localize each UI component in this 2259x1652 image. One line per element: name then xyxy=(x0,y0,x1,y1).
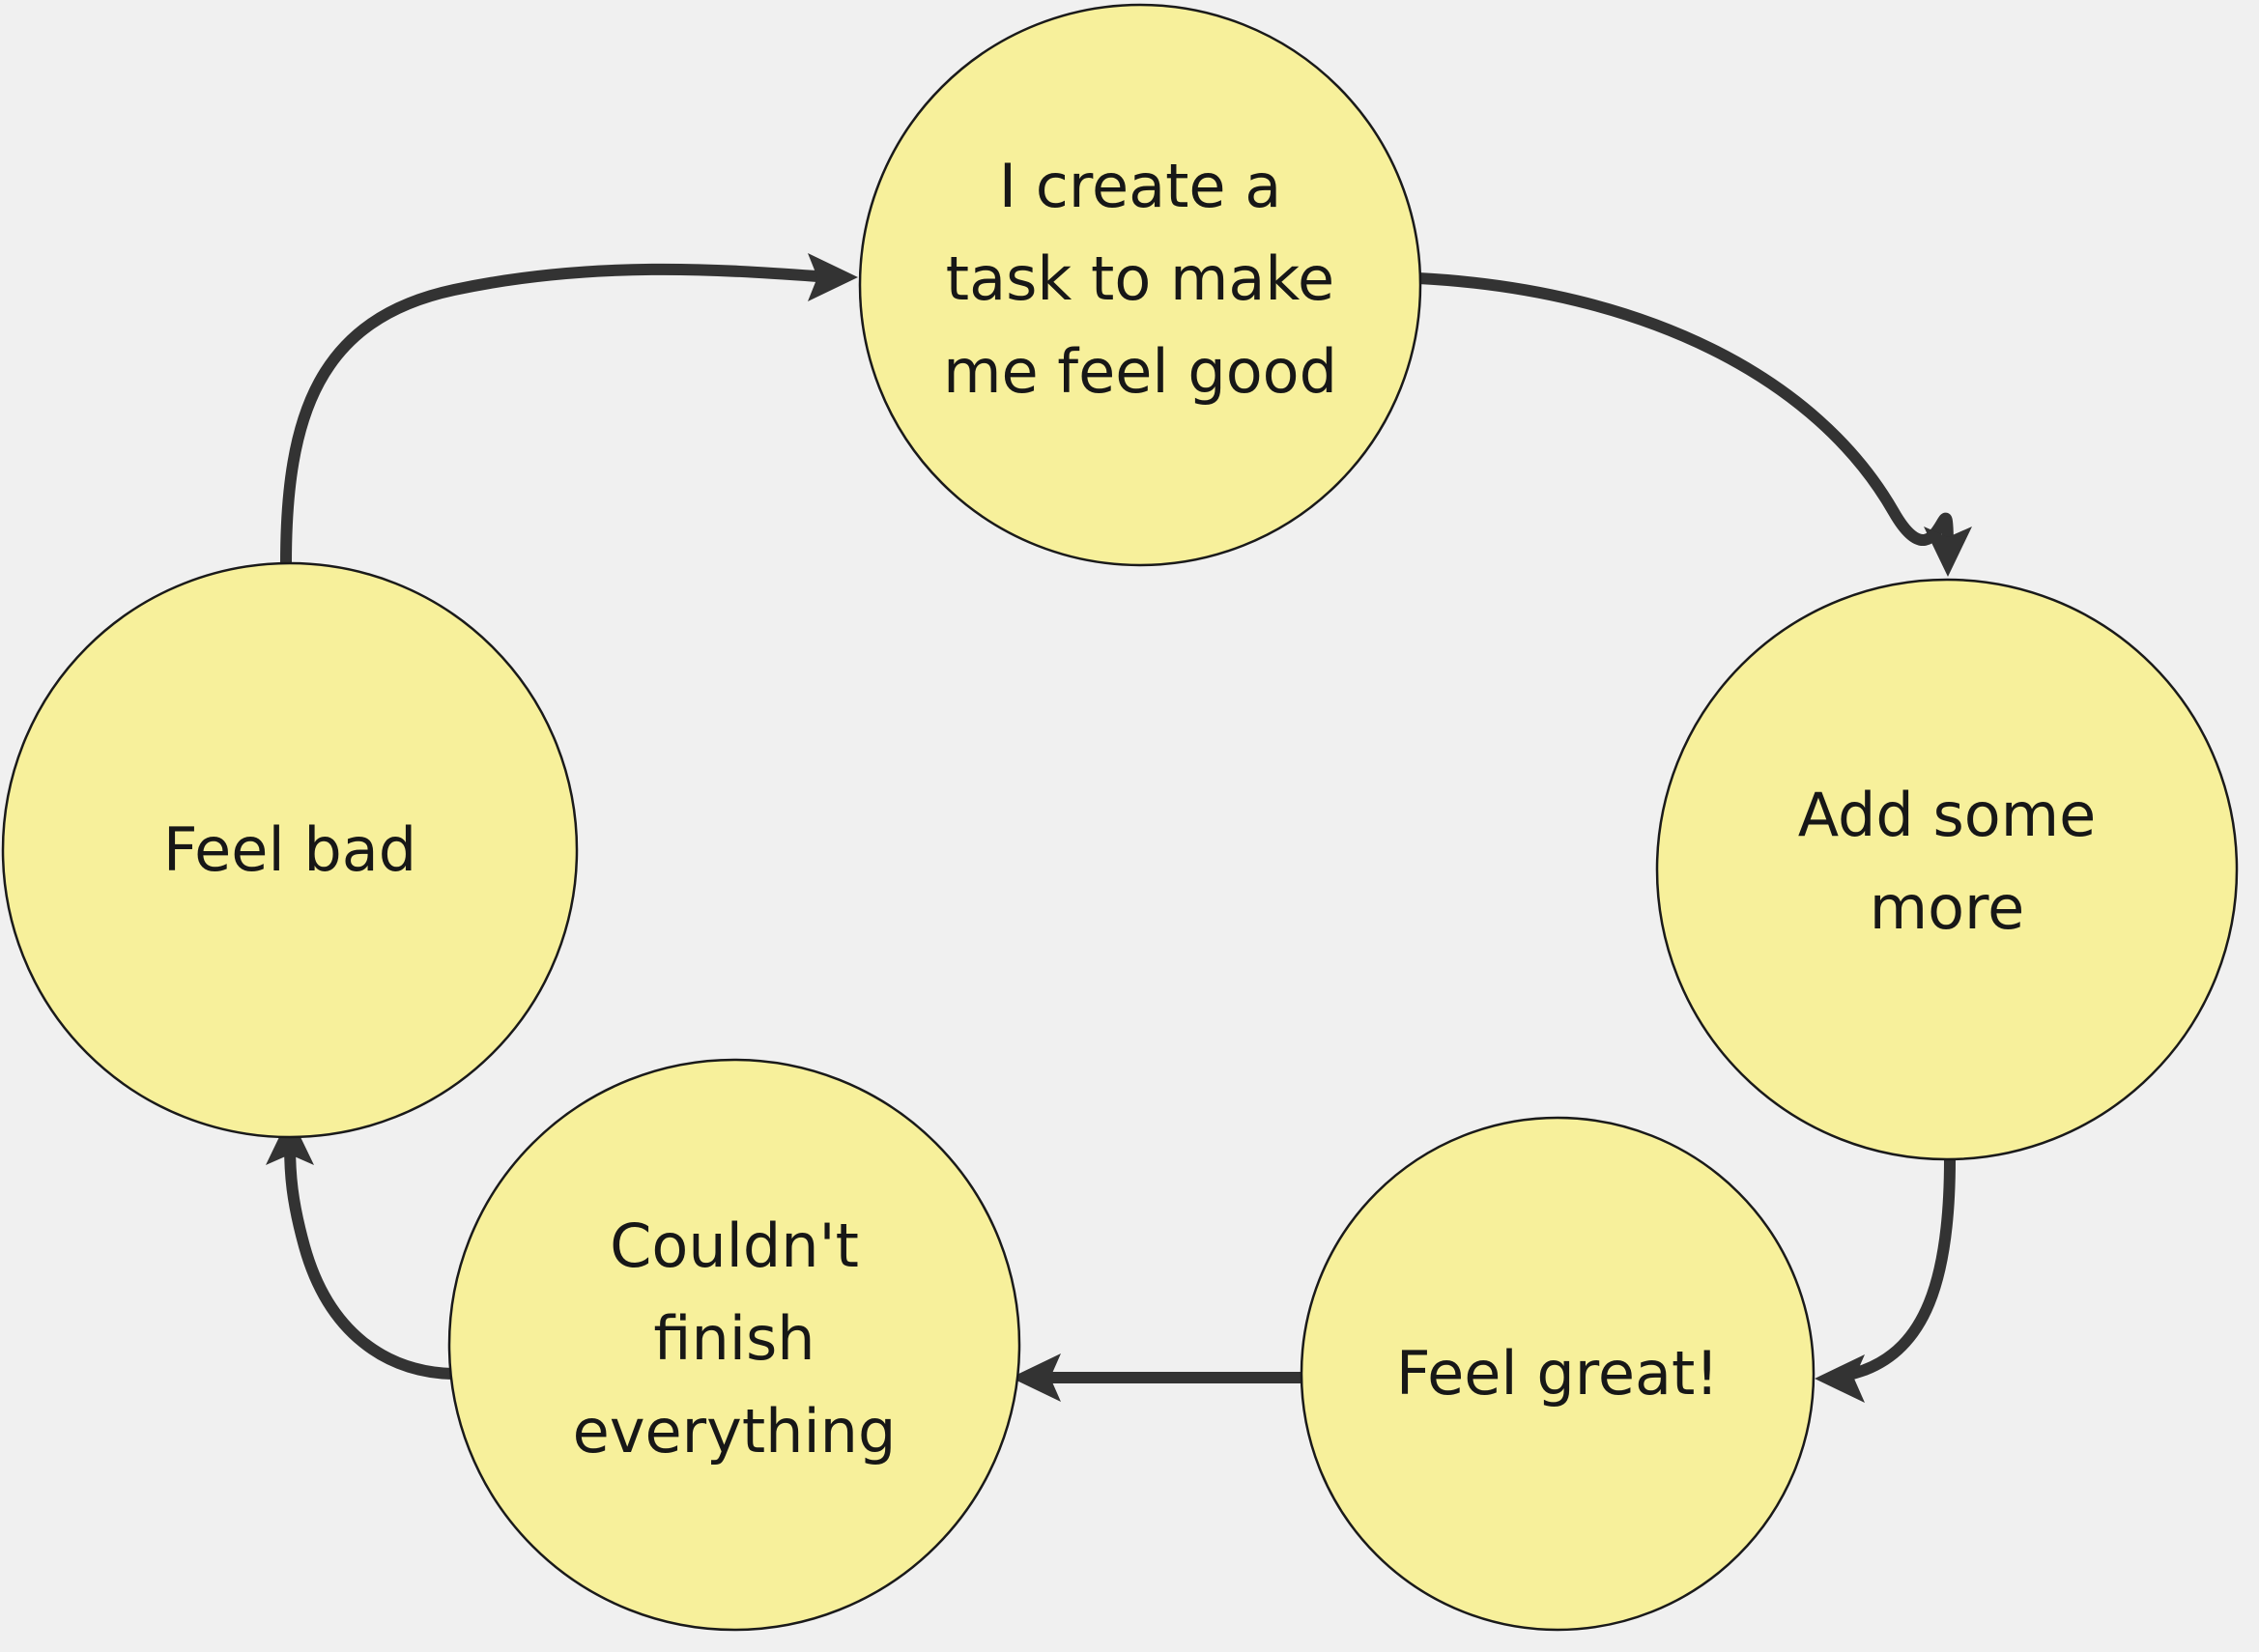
node-create-task[interactable]: I create a task to make me feel good xyxy=(858,3,1422,567)
arrowhead-3 xyxy=(1011,1353,1061,1402)
node-label-feel-bad: Feel bad xyxy=(163,814,416,885)
node-feel-great[interactable]: Feel great! xyxy=(1300,1116,1816,1632)
node-circle-feel-bad[interactable] xyxy=(1,561,579,1139)
node-label-couldnt-finish-line-1: Couldn't xyxy=(610,1211,859,1281)
node-label-feel-great: Feel great! xyxy=(1396,1338,1719,1409)
node-couldnt-finish[interactable]: Couldn't finish everything xyxy=(447,1058,1021,1632)
edge-feel-great-to-couldnt-finish xyxy=(1011,1353,1302,1402)
node-label-couldnt-finish-line-3: everything xyxy=(573,1396,897,1467)
edge-path-2 xyxy=(1833,1158,1956,1384)
node-label-couldnt-finish-line-2: finish xyxy=(653,1303,815,1374)
node-label-create-task-line-2: task to make xyxy=(946,243,1334,314)
node-feel-bad[interactable]: Feel bad xyxy=(1,561,579,1139)
edge-add-more-to-feel-great xyxy=(1815,1158,1956,1403)
node-add-more[interactable]: Add some more xyxy=(1655,578,2239,1161)
arrowhead-4 xyxy=(266,1115,314,1165)
node-circle-feel-great[interactable] xyxy=(1300,1116,1816,1632)
node-label-add-more-line-2: more xyxy=(1870,872,2025,943)
arrowhead-2 xyxy=(1815,1354,1865,1403)
edge-couldnt-finish-to-feel-bad xyxy=(266,1115,453,1380)
node-label-add-more-line-1: Add some xyxy=(1798,780,2097,850)
arrowhead-5 xyxy=(808,253,858,301)
edge-create-task-to-add-more xyxy=(1417,272,1972,577)
edge-feel-bad-to-create-task xyxy=(280,253,858,564)
edge-path-1 xyxy=(1417,272,1954,550)
node-label-create-task-line-3: me feel good xyxy=(943,336,1337,407)
node-circle-create-task[interactable] xyxy=(858,3,1422,567)
edge-path-4 xyxy=(284,1143,453,1380)
node-circle-couldnt-finish[interactable] xyxy=(447,1058,1021,1632)
arrowhead-1 xyxy=(1924,527,1972,577)
node-label-create-task-line-1: I create a xyxy=(999,151,1282,221)
edge-path-5 xyxy=(280,263,832,564)
node-circle-add-more[interactable] xyxy=(1655,578,2239,1161)
